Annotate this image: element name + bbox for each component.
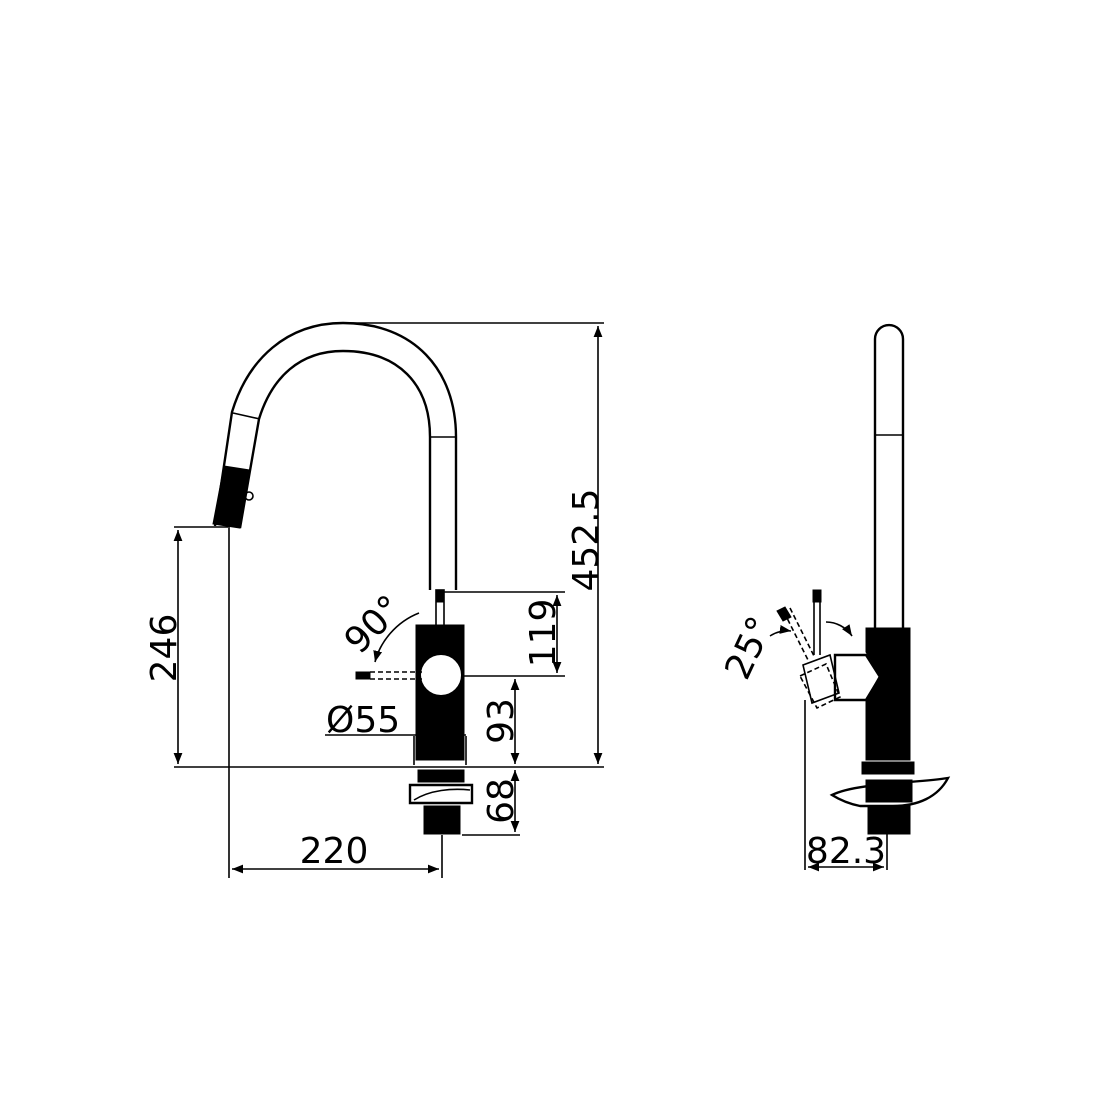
dim-lever-tilt: 25° [718, 611, 782, 686]
dim-below-deck: 68 [481, 778, 522, 824]
front-view: 452.5 246 119 93 68 220 Ø55 90° [144, 321, 607, 878]
spout-outline [213, 321, 458, 590]
lever-rotated [355, 671, 422, 680]
lever-upright [435, 589, 445, 627]
dim-body-diameter: Ø55 [326, 700, 400, 741]
dim-lever-angle: 90° [337, 588, 411, 662]
front-extension-lines [174, 322, 604, 878]
side-body [833, 627, 911, 761]
faucet-body [413, 624, 467, 765]
dim-spout-reach: 220 [300, 831, 369, 872]
front-dimension-lines [173, 326, 603, 874]
dim-center-to-deck: 93 [481, 698, 522, 744]
dim-spout-height: 246 [144, 614, 185, 683]
side-mounting-hardware [829, 761, 951, 835]
dim-base-offset: 82.3 [806, 831, 886, 872]
mounting-hardware [408, 769, 474, 835]
dim-total-height: 452.5 [566, 488, 607, 591]
dim-lever-to-center: 119 [523, 599, 564, 668]
side-spout [873, 323, 905, 628]
spray-head [212, 412, 261, 529]
side-extension-lines [804, 700, 888, 870]
side-lever [769, 589, 853, 710]
side-view: 25° 82.3 [718, 323, 951, 872]
